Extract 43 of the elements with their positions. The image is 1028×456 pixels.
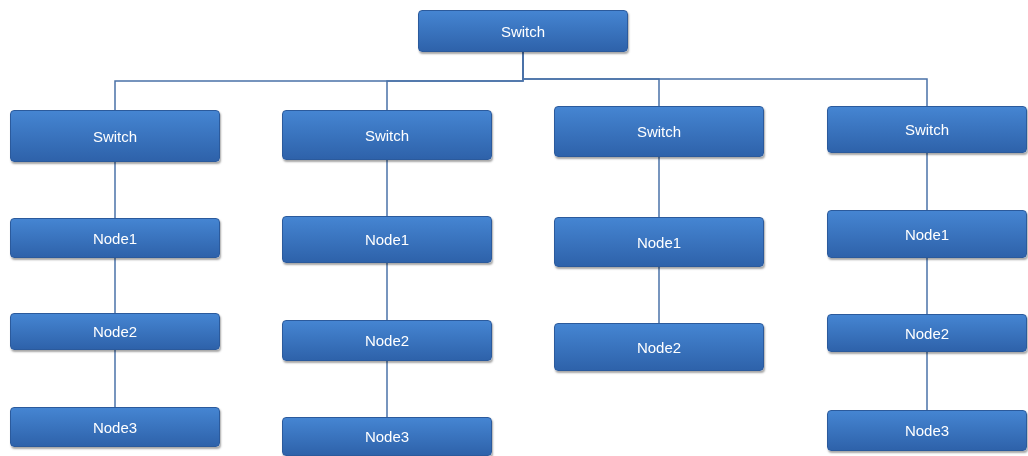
node-box	[282, 216, 492, 263]
box-label: Switch	[636, 123, 682, 140]
box-label: Node2	[364, 332, 410, 349]
box-label: Switch	[92, 127, 138, 145]
node-box	[10, 218, 220, 258]
node-box	[10, 407, 220, 447]
node-box	[282, 320, 492, 361]
node-box	[10, 110, 220, 162]
box-label: Node2	[636, 338, 682, 356]
node-box	[827, 314, 1027, 352]
box-label: Node2	[904, 324, 950, 342]
box-label: Node1	[364, 231, 410, 248]
switch-box	[418, 10, 628, 52]
node-box	[827, 410, 1027, 451]
connector-line	[114, 257, 116, 314]
box-label: Node1	[92, 229, 138, 247]
node-box	[554, 217, 764, 267]
box-label: Switch	[904, 121, 950, 138]
connector-line	[658, 266, 660, 324]
node-box	[827, 106, 1027, 153]
connector-line	[114, 349, 116, 408]
node-box	[282, 110, 492, 160]
connector-line	[658, 156, 660, 218]
node-box	[554, 323, 764, 371]
box-label: Switch	[364, 126, 410, 144]
connector-line	[926, 351, 928, 411]
node-box	[827, 210, 1027, 258]
connector-line	[386, 262, 388, 321]
box-label: Node1	[904, 225, 950, 243]
connector-line	[926, 152, 928, 211]
node-box	[554, 106, 764, 157]
node-box	[282, 417, 492, 456]
box-label: Node3	[364, 428, 410, 445]
node-box	[10, 313, 220, 350]
connector-line	[926, 257, 928, 315]
box-label: Switch	[500, 22, 546, 40]
box-label: Node1	[636, 233, 682, 251]
connector-line	[386, 159, 388, 217]
box-label: Node2	[92, 323, 138, 340]
connector-line	[114, 161, 116, 219]
connector-line	[386, 360, 388, 418]
box-label: Node3	[92, 418, 138, 436]
box-label: Node3	[904, 422, 950, 439]
